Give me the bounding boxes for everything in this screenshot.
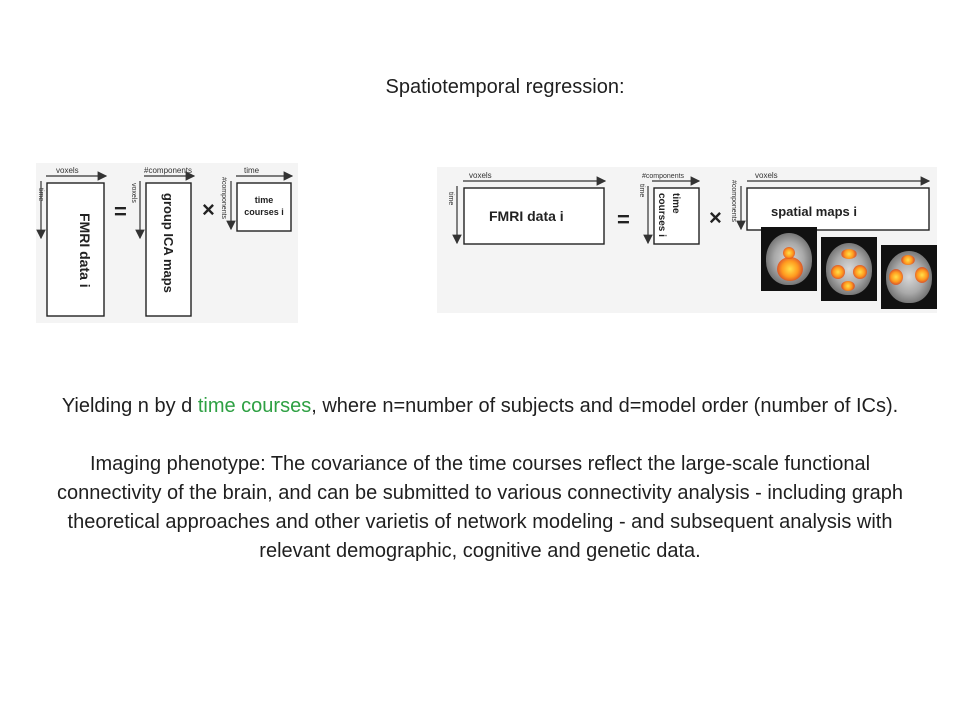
yielding-text-pre: Yielding n by d [61,395,198,417]
group-ica-maps-label: group ICA maps [161,193,176,293]
slide-body-text: Yielding n by d time courses, where n=nu… [40,392,920,566]
yielding-paragraph: Yielding n by d time courses, where n=nu… [40,392,920,421]
fmri-data-box-label: FMRI data i [77,213,93,288]
axis-time-top-label: time [244,166,260,175]
axis-time-label: time [447,192,454,205]
brain-map-image-1 [761,227,817,291]
axis-voxels-label: voxels [56,166,79,175]
dual-regression-diagram: voxels time FMRI data i = #components ti… [437,167,937,313]
axis-time-small-label: time [638,184,645,197]
axis-voxels-label: voxels [469,171,492,180]
equals-sign: = [114,199,127,224]
group-ica-maps-box [145,182,192,317]
time-courses-label-line2: courses i [244,207,284,217]
equals-sign: = [617,207,630,232]
time-courses-box [236,182,292,232]
fmri-data-box [46,182,105,317]
multiply-sign: × [709,205,722,230]
spatial-maps-box [746,187,930,231]
time-courses-label-line1: time [255,195,274,205]
imaging-phenotype-paragraph: Imaging phenotype: The covariance of the… [56,453,904,562]
brain-map-image-2 [821,237,877,301]
multiply-sign: × [202,197,215,222]
slide-title: Spatiotemporal regression: [385,76,625,98]
time-courses-label-line1: time [670,193,681,214]
fmri-data-box [463,187,605,245]
time-courses-label-line2: courses i [656,193,667,237]
fmri-data-box-label: FMRI data i [489,208,564,224]
axis-voxels-top-label: voxels [755,171,778,180]
time-courses-box [653,187,700,245]
axis-components-label: #components [642,173,685,180]
axis-components-label: #components [144,166,192,175]
axis-voxels-small-label: voxels [130,183,137,203]
spatial-maps-label: spatial maps i [771,204,857,219]
brain-map-image-3 [881,245,937,309]
time-courses-highlight: time courses [197,395,312,417]
yielding-text-post: , where n=number of subjects and d=model… [311,395,899,417]
axis-components-small-label: #components [730,180,737,223]
group-ica-back-reconstruction-diagram: voxels time FMRI data i = voxels #compon… [36,163,298,323]
axis-components-small-label: #components [220,177,227,220]
